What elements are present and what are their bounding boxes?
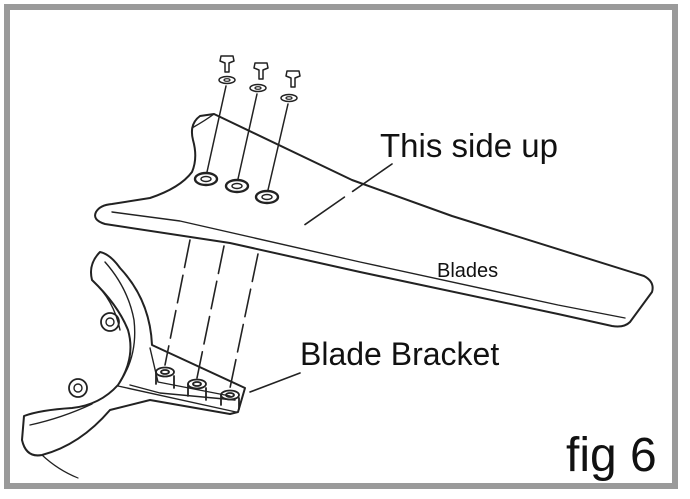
blade-bracket-label: Blade Bracket (300, 336, 500, 372)
side-up-leader (299, 163, 393, 229)
this-side-up-label: This side up (380, 127, 558, 164)
blade-bracket (21, 251, 246, 479)
screw-1 (193, 55, 236, 187)
alignment-lines (164, 239, 259, 389)
blade (94, 113, 654, 328)
screw-2 (224, 62, 269, 194)
figure-number-label: fig 6 (566, 429, 657, 482)
screw-3 (254, 70, 301, 205)
bracket-leader (249, 372, 301, 393)
blades-label: Blades (437, 260, 499, 282)
screw-set (193, 55, 301, 205)
